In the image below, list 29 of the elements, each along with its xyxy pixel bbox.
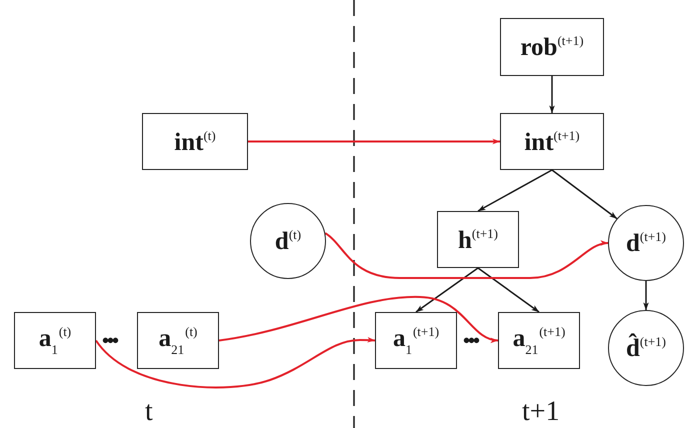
variable-label: rob$^{(t+1)}$ (520, 34, 584, 60)
variable-label: h$^{(t+1)}$ (458, 226, 498, 252)
arrow (416, 267, 478, 313)
variable-box (500, 18, 604, 76)
arrow (552, 169, 618, 220)
arrow (549, 76, 555, 114)
variable-label: d$^{(t)}$ (274, 228, 302, 254)
variable-box (142, 113, 248, 170)
variable-box (137, 312, 219, 369)
time-step-label: t+1 (522, 398, 560, 426)
arrow (643, 281, 649, 310)
arrow (248, 138, 500, 144)
arrow (478, 169, 552, 212)
variable-box (500, 113, 604, 170)
arrow (478, 267, 540, 313)
variable-box (437, 211, 519, 268)
ellipsis-label: ••• (463, 331, 478, 351)
variable-label: d̂$^{(t+1)}$ (626, 335, 666, 361)
ellipsis-label: ••• (102, 331, 118, 351)
variable-box (375, 312, 457, 369)
variable-label: int$^{(t+1)}$ (524, 128, 580, 154)
variable-label: int$^{(t)}$ (174, 128, 216, 154)
time-step-label: t (145, 398, 153, 426)
variable-label: d$^{(t+1)}$ (626, 230, 666, 256)
arrow (324, 232, 608, 279)
variable-box (498, 312, 580, 369)
arrow (95, 337, 376, 388)
variable-box (14, 312, 96, 369)
arrow (218, 296, 498, 342)
